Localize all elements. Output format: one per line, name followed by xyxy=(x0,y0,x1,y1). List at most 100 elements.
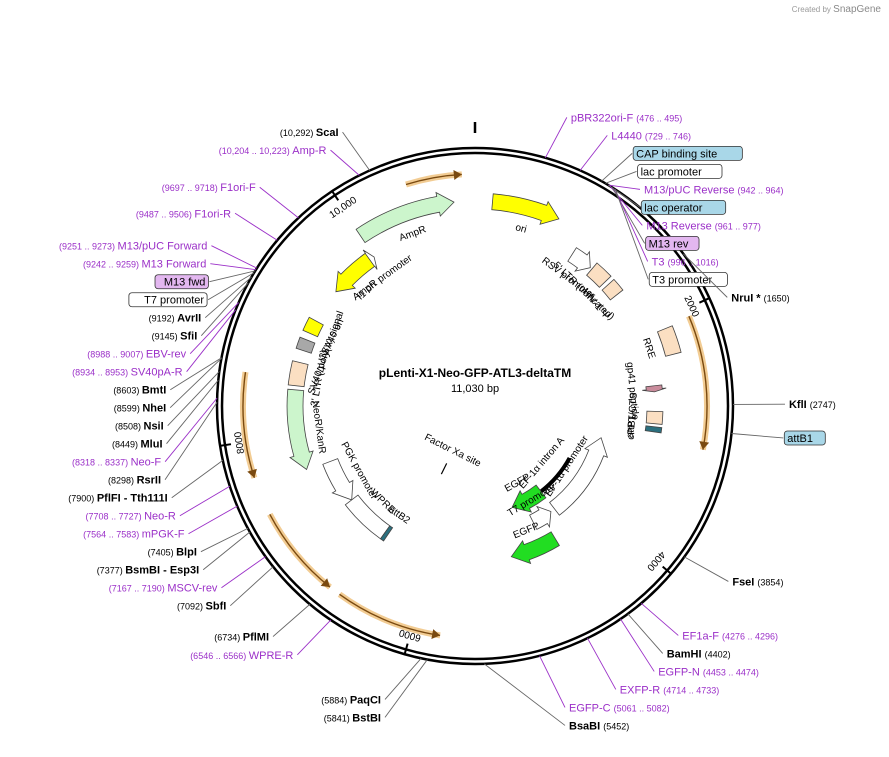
leader-line xyxy=(605,170,637,184)
site-f1ori-f[interactable]: (9697 .. 9718) F1ori-F xyxy=(162,182,299,219)
site-egfp-n[interactable]: EGFP-N (4453 .. 4474) xyxy=(620,618,759,678)
site-coord: (4402) xyxy=(705,649,731,659)
site-blpi[interactable]: (7405) BlpI xyxy=(148,527,249,559)
site-lac-operator-box[interactable]: lac operator xyxy=(608,184,727,215)
site-label-rsrii: (8298) RsrII xyxy=(108,475,161,487)
site-amp-r-primer[interactable]: (10,204 .. 10,223) Amp-R xyxy=(219,145,360,176)
leader-line xyxy=(544,117,568,158)
site-avrii[interactable]: (9192) AvrII xyxy=(149,276,252,325)
site-neo-f[interactable]: (8318 .. 8337) Neo-F xyxy=(72,397,218,469)
feature-shape xyxy=(586,262,612,288)
site-ef1a-f[interactable]: EF1a-F (4276 .. 4296) xyxy=(640,602,778,642)
site-sbfi[interactable]: (7092) SbfI xyxy=(177,566,274,613)
leader-line xyxy=(171,459,224,499)
site-scai[interactable]: (10,292) ScaI xyxy=(280,127,371,171)
site-label-sfii: (9145) SfiI xyxy=(152,331,198,343)
site-attb1-box[interactable]: attB1 xyxy=(731,430,826,446)
site-label-m13-rev-box: M13 rev xyxy=(649,238,689,250)
site-label-m13-fwd-primer: (9242 .. 9259) M13 Forward xyxy=(83,259,206,271)
leader-line xyxy=(170,357,222,391)
site-paqci[interactable]: (5884) PaqCI xyxy=(321,658,422,706)
site-cap-site-box[interactable]: CAP binding site xyxy=(601,145,743,182)
site-l4440[interactable]: L4440 (729 .. 746) xyxy=(579,130,691,171)
site-m13-rev-box[interactable]: M13 rev xyxy=(611,187,700,251)
site-m13-puc-rev[interactable]: M13/pUC Reverse (942 .. 964) xyxy=(608,184,784,196)
site-label-fsei: FseI (3854) xyxy=(732,576,783,588)
site-sv40pa-r[interactable]: (8934 .. 8953) SV40pA-R xyxy=(72,309,236,379)
site-mlui[interactable]: (8449) MluI xyxy=(112,379,219,451)
site-name: PflFI - Tth111I xyxy=(97,493,168,505)
site-mpgk-f[interactable]: (7564 .. 7583) mPGK-F xyxy=(83,505,238,541)
site-sfii[interactable]: (9145) SfiI xyxy=(152,282,249,343)
leader-line xyxy=(230,566,274,607)
feature-label-attb2: attB2 xyxy=(386,504,412,527)
site-coord: (476 .. 495) xyxy=(636,113,682,123)
label-box xyxy=(640,199,727,215)
site-label-bmti: (8603) BmtI xyxy=(113,385,166,397)
site-bsabi[interactable]: BsaBI (5452) xyxy=(483,663,629,733)
orf-orf-top xyxy=(405,169,462,188)
site-neo-r[interactable]: (7708 .. 7727) Neo-R xyxy=(86,485,231,523)
site-label-ebv-rev: (8988 .. 9007) EBV-rev xyxy=(87,349,186,361)
leader-line xyxy=(166,379,219,444)
site-pbr322ori-f[interactable]: pBR322ori-F (476 .. 495) xyxy=(544,112,682,158)
tick-mark-10000 xyxy=(330,189,340,201)
site-t3-promoter-box[interactable]: T3 promoter xyxy=(614,189,728,287)
site-t3-primer[interactable]: T3 (996 .. 1016) xyxy=(614,189,719,268)
feature-shape xyxy=(601,278,624,301)
feature-label-ampr: AmpR xyxy=(398,224,428,244)
orf-orf-bottom xyxy=(337,591,441,639)
label-box xyxy=(783,430,826,446)
feature-shape xyxy=(286,388,314,471)
site-lac-promoter-box[interactable]: lac promoter xyxy=(605,163,723,184)
site-label-bsmbi: (7377) BsmBI - Esp3I xyxy=(97,565,200,577)
site-coord: (4453 .. 4474) xyxy=(703,667,759,677)
site-label-bsabi: BsaBI (5452) xyxy=(569,720,629,732)
site-m13-fwd-primer[interactable]: (9242 .. 9259) M13 Forward xyxy=(83,259,257,271)
feature-shape xyxy=(549,437,609,516)
site-bsmbi[interactable]: (7377) BsmBI - Esp3I xyxy=(97,531,251,577)
leader-line xyxy=(209,270,256,283)
tick-label-4000: 4000 xyxy=(644,549,667,573)
site-coord: (9242 .. 9259) xyxy=(83,260,142,270)
site-name: Neo-F xyxy=(131,457,162,469)
site-f1ori-r[interactable]: (9487 .. 9506) F1ori-R xyxy=(136,208,278,241)
site-rsrii[interactable]: (8298) RsrII xyxy=(108,402,218,487)
feature-rre: RRE xyxy=(640,325,682,360)
leader-line xyxy=(330,149,360,176)
site-label-f1ori-r: (9487 .. 9506) F1ori-R xyxy=(136,208,231,220)
leader-line xyxy=(210,263,257,271)
orf-arrowhead xyxy=(453,169,462,180)
site-kfli[interactable]: KflI (2747) xyxy=(732,399,836,411)
site-coord: (8934 .. 8953) xyxy=(72,368,131,378)
site-nrui[interactable]: NruI * (1650) xyxy=(683,253,790,305)
leader-line xyxy=(234,212,278,241)
site-fsei[interactable]: FseI (3854) xyxy=(684,556,783,589)
site-ebv-rev[interactable]: (8988 .. 9007) EBV-rev xyxy=(87,302,239,361)
site-bmti[interactable]: (8603) BmtI xyxy=(113,357,222,397)
leader-line xyxy=(167,371,220,427)
site-bamhi[interactable]: BamHI (4402) xyxy=(627,613,731,661)
site-mscv-rev[interactable]: (7167 .. 7190) MSCV-rev xyxy=(109,556,266,595)
site-egfp-c[interactable]: EGFP-C (5061 .. 5082) xyxy=(539,655,670,715)
site-exfp-r[interactable]: EXFP-R (4714 .. 4733) xyxy=(587,637,719,696)
site-wpre-r[interactable]: (6546 .. 6566) WPRE-R xyxy=(190,619,332,662)
feature-label-attb1: attB1 xyxy=(625,414,639,439)
site-coord: (9145) xyxy=(152,332,181,342)
site-nsii[interactable]: (8508) NsiI xyxy=(115,371,220,433)
site-name: FseI xyxy=(732,576,757,588)
feature-shape xyxy=(302,316,324,338)
label-box xyxy=(128,292,208,308)
site-bstbi[interactable]: (5841) BstBI xyxy=(324,659,428,725)
site-label-attb1-box: attB1 xyxy=(787,433,813,445)
site-pflfi[interactable]: (7900) PflFI - Tth111I xyxy=(68,459,224,505)
leader-line xyxy=(207,272,255,301)
site-m13-fwd-box[interactable]: M13 fwd xyxy=(154,270,256,290)
leader-line xyxy=(483,663,566,726)
site-t7-promoter-box[interactable]: T7 promoter xyxy=(128,272,255,308)
site-nhei[interactable]: (8599) NheI xyxy=(114,357,222,415)
site-name: Neo-R xyxy=(144,511,176,523)
site-coord: (6734) xyxy=(214,633,243,643)
site-pflmi[interactable]: (6734) PflMI xyxy=(214,603,311,644)
site-m13-puc-fwd[interactable]: (9251 .. 9273) M13/pUC Forward xyxy=(59,241,258,269)
